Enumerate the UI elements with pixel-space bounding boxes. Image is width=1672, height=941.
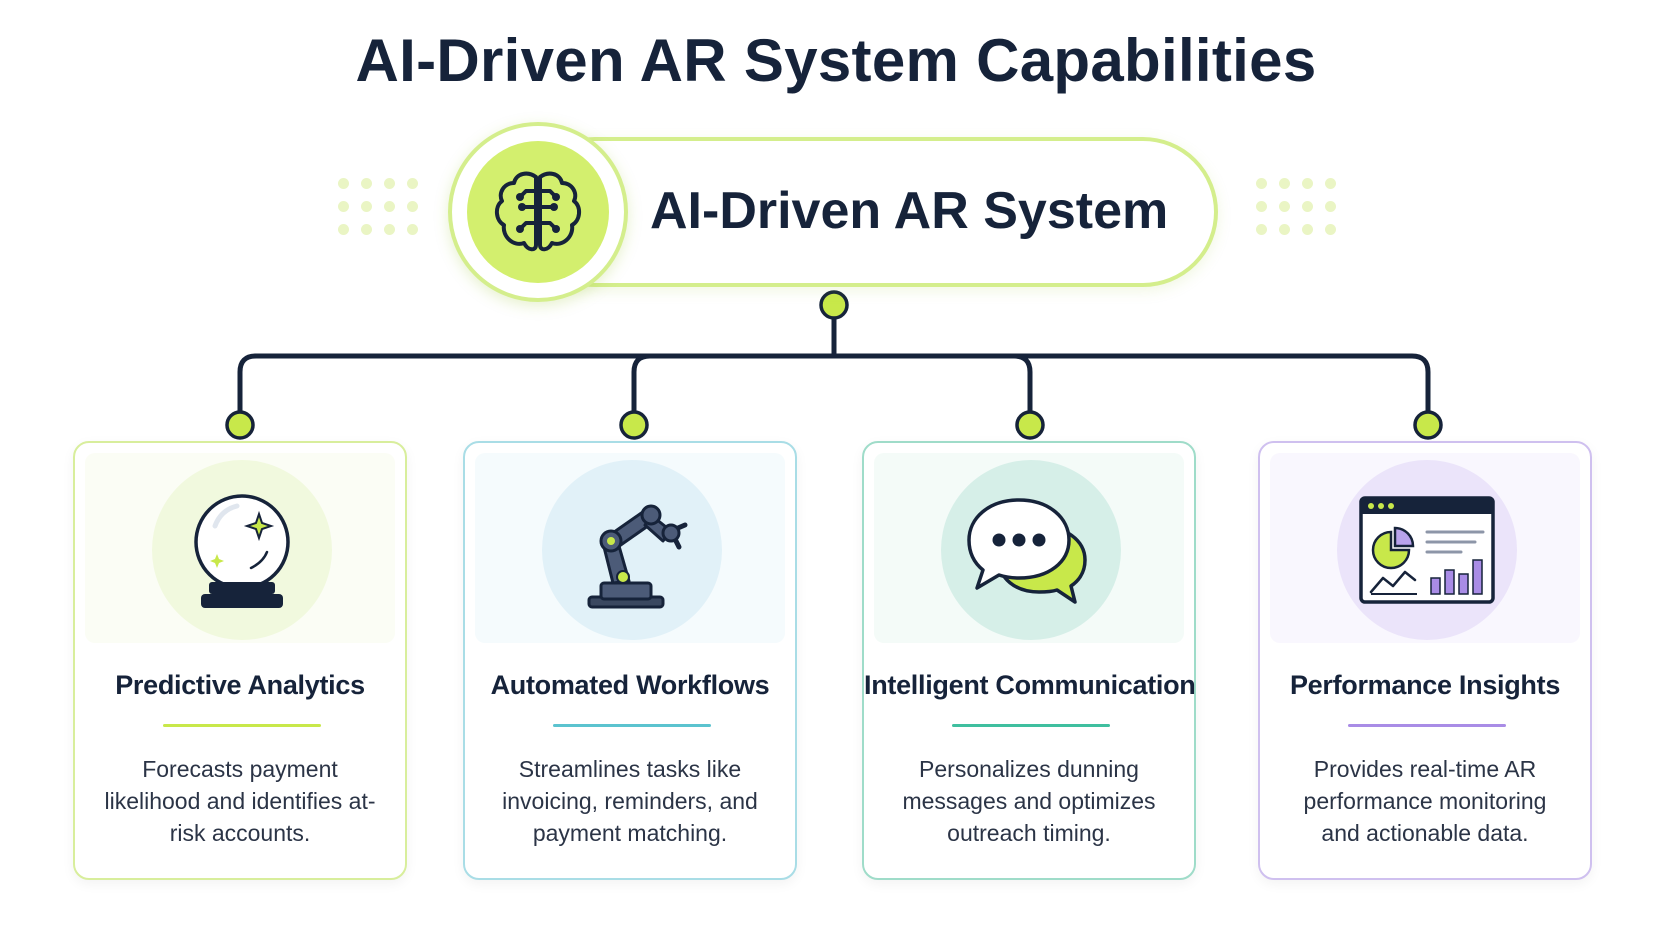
chat-bubbles-icon (941, 460, 1121, 640)
card-description: Provides real-time AR performance monito… (1303, 756, 1547, 846)
card-description: Forecasts payment likelihood and identif… (104, 756, 376, 846)
robotic-arm-icon (542, 460, 722, 640)
brain-circuit-icon (467, 141, 609, 283)
card-description: Streamlines tasks like invoicing, remind… (502, 756, 758, 846)
hub-pill (520, 137, 1218, 287)
card-divider (163, 724, 321, 727)
card-title: Intelligent Communication (864, 670, 1196, 700)
capability-card-predictive-analytics: Predictive Analytics Forecasts payment l… (73, 441, 407, 880)
capability-card-performance-insights: Performance Insights Provides real-time … (1258, 441, 1592, 880)
dashboard-icon (1337, 460, 1517, 640)
hub-label: AI-Driven AR System (650, 182, 1169, 240)
capability-card-intelligent-communication: Intelligent Communication Personalizes d… (862, 441, 1196, 880)
card-divider (1348, 724, 1506, 727)
card-title: Predictive Analytics (115, 670, 365, 700)
card-divider (952, 724, 1110, 727)
page-title: AI-Driven AR System Capabilities (355, 27, 1317, 94)
card-title: Performance Insights (1289, 670, 1561, 700)
card-title: Automated Workflows (490, 670, 770, 700)
capability-card-automated-workflows: Automated Workflows Streamlines tasks li… (463, 441, 797, 880)
card-description: Personalizes dunning messages and optimi… (902, 756, 1156, 846)
card-divider (553, 724, 711, 727)
crystal-ball-icon (152, 460, 332, 640)
